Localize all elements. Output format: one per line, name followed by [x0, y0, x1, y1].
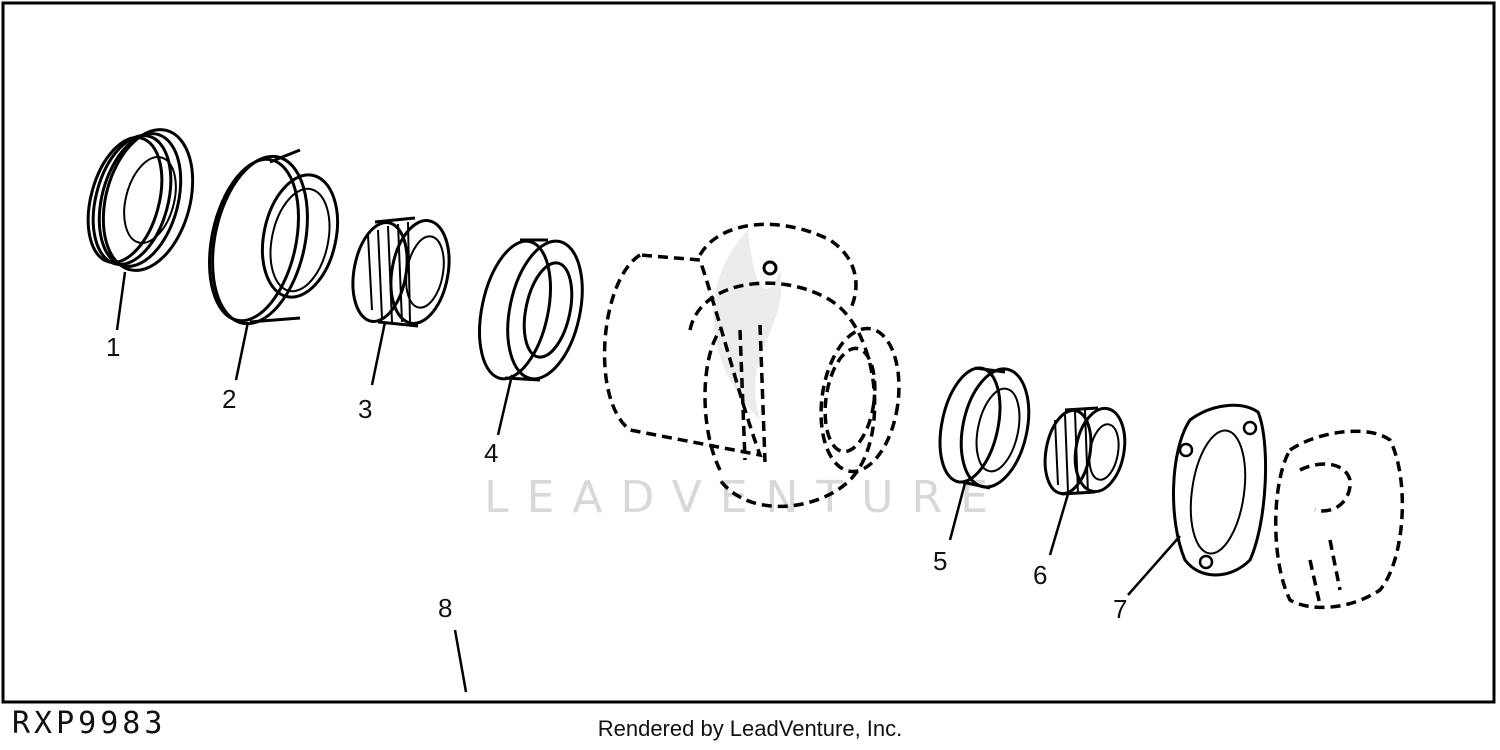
callout-6: 6 — [1033, 560, 1047, 590]
callout-7: 7 — [1113, 594, 1127, 624]
leader-lines — [115, 271, 1181, 693]
callout-3: 3 — [358, 394, 372, 424]
watermark: LEADVENTURE — [484, 230, 1006, 523]
part-7-gasket — [1172, 403, 1268, 577]
part-3-cone-bearing — [351, 216, 451, 328]
part-5-bearing-cup — [938, 366, 1031, 490]
watermark-text: LEADVENTURE — [484, 472, 1006, 523]
callout-4: 4 — [484, 438, 498, 468]
part-2-sleeve — [208, 148, 339, 326]
part-6-cone-bearing — [1043, 406, 1127, 496]
callout-5: 5 — [933, 546, 947, 576]
figure-id: RXP9983 — [12, 706, 167, 741]
callout-8: 8 — [438, 593, 452, 623]
hub-cap-dashed — [1274, 429, 1405, 610]
diagram-frame — [1, 1, 1496, 704]
part-4-bearing-cup — [478, 238, 584, 382]
callout-2: 2 — [222, 384, 236, 414]
render-credit: Rendered by LeadVenture, Inc. — [597, 716, 903, 741]
part-1-seal — [86, 128, 195, 272]
part-8-hub-dashed — [602, 222, 901, 509]
callout-1: 1 — [106, 332, 120, 362]
